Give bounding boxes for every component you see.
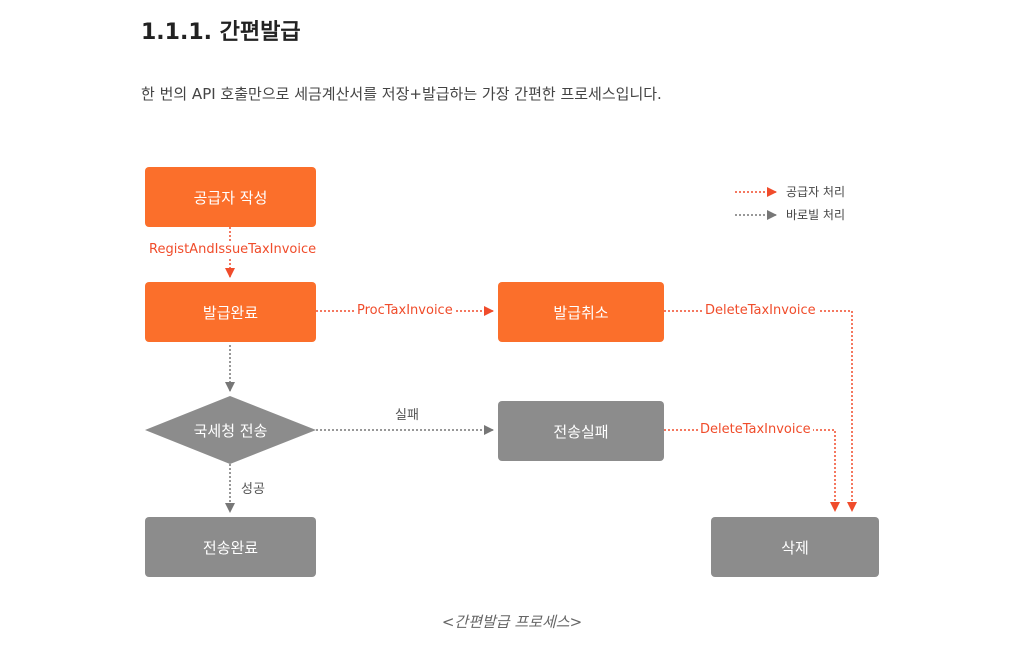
- nts-transmit-diamond: [145, 396, 316, 464]
- edge-delete-from-cancel: [664, 310, 857, 512]
- label-proc: ProcTaxInvoice: [355, 303, 455, 319]
- node-issue-cancel: 발급취소: [498, 282, 664, 342]
- node-transmit-complete: 전송완료: [145, 517, 316, 577]
- node-transmit-fail: 전송실패: [498, 401, 664, 461]
- label-delete-from-cancel: DeleteTaxInvoice: [703, 303, 818, 319]
- edge-delete-from-fail: [664, 429, 840, 512]
- section-title: 1.1.1. 간편발급: [141, 20, 301, 45]
- section-description: 한 번의 API 호출만으로 세금계산서를 저장+발급하는 가장 간편한 프로세…: [141, 85, 662, 103]
- figure-caption: <간편발급 프로세스>: [441, 613, 583, 631]
- node-issue-complete: 발급완료: [145, 282, 316, 342]
- node-delete: 삭제: [711, 517, 879, 577]
- node-nts-transmit-label: 국세청 전송: [193, 421, 268, 440]
- label-fail: 실패: [395, 408, 419, 423]
- label-delete-from-fail: DeleteTaxInvoice: [698, 422, 813, 438]
- legend-barobill-label: 바로빌 처리: [786, 208, 846, 222]
- legend-supplier-label: 공급자 처리: [786, 185, 846, 199]
- label-regist-and-issue: RegistAndIssueTaxInvoice: [147, 242, 319, 258]
- node-supplier-write: 공급자 작성: [145, 167, 316, 227]
- label-success: 성공: [241, 482, 265, 497]
